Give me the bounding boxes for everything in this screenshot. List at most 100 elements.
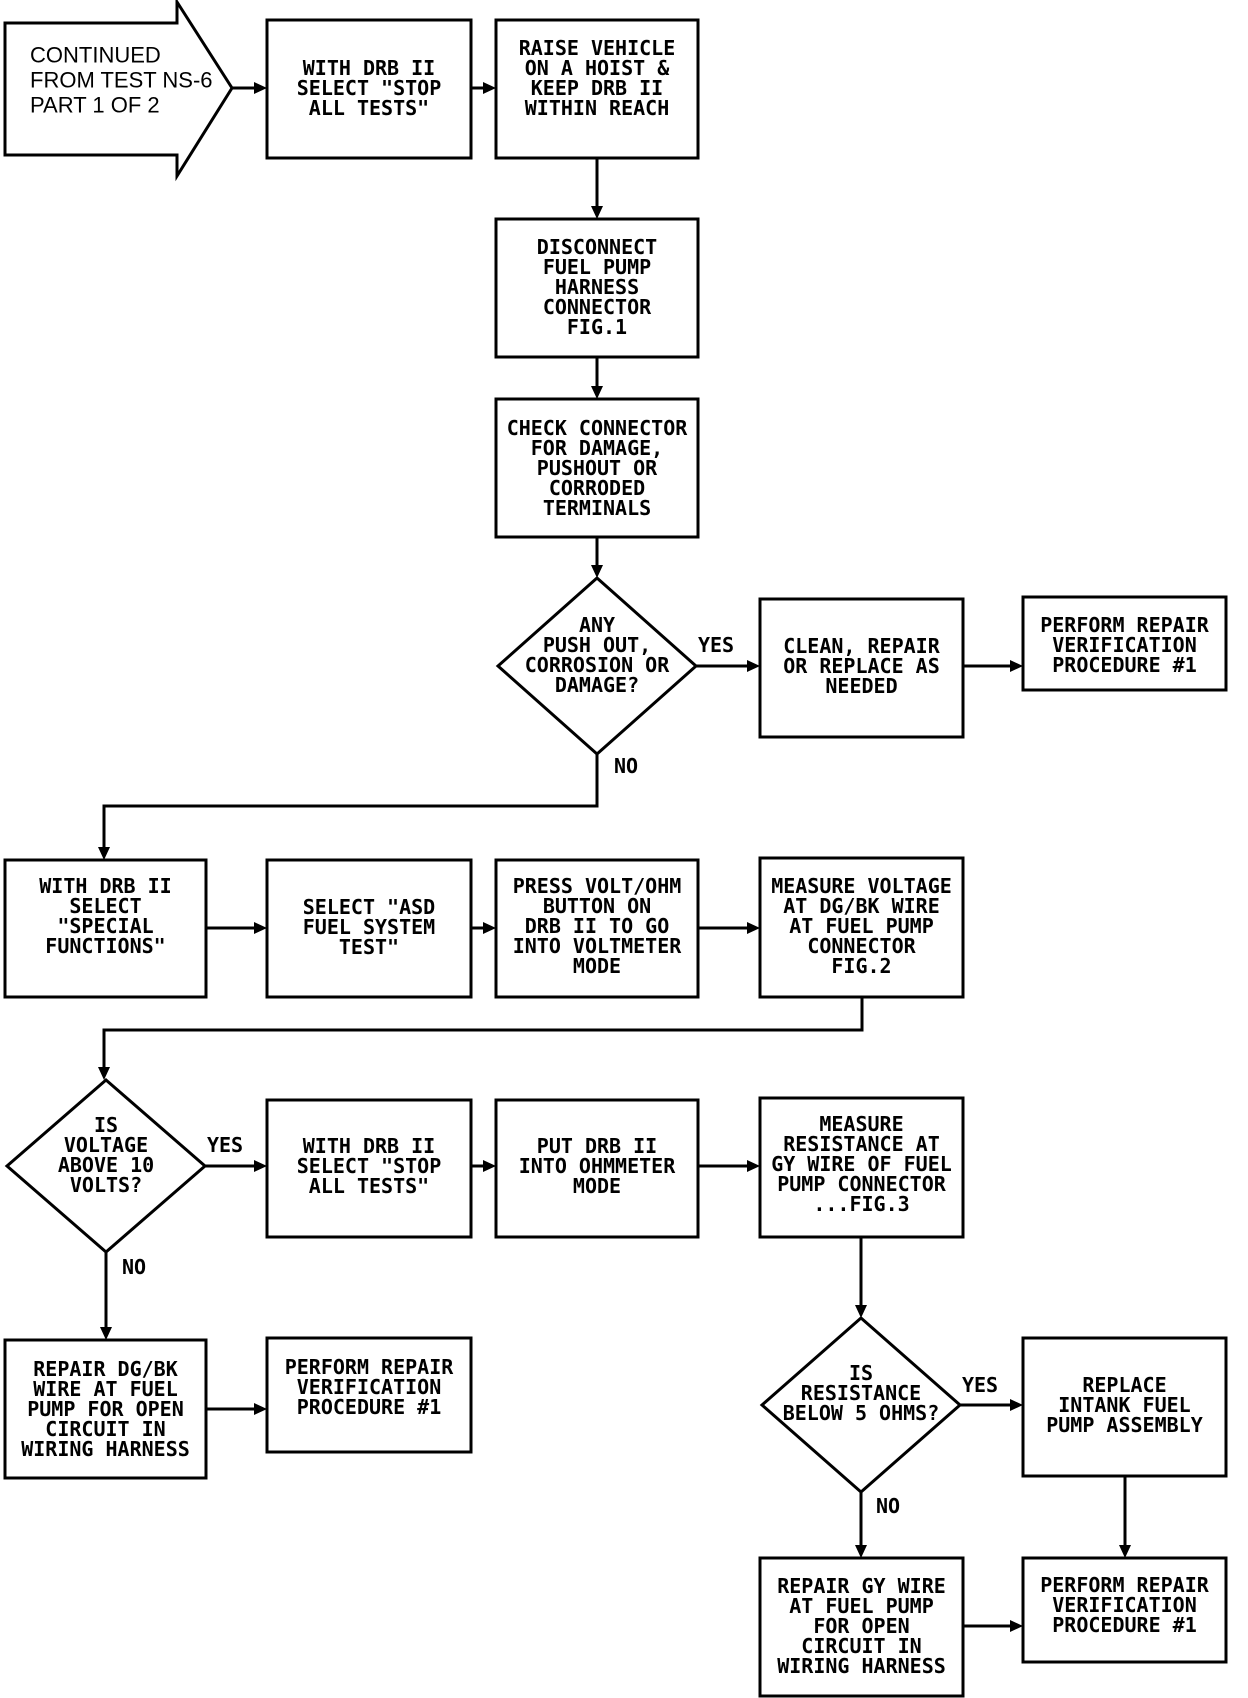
select-stop-tests-box-2-line: ALL TESTS" — [309, 1174, 429, 1198]
select-special-functions-box-border — [3, 858, 208, 999]
arrowhead — [254, 1403, 267, 1415]
measure-resistance-box-border — [758, 1096, 965, 1239]
voltage-decision-diamond-line: VOLTS? — [70, 1173, 142, 1197]
select-stop-to-ohmmeter-connector — [471, 1160, 496, 1172]
repair-dgbk-wire-box-line: WIRING HARNESS — [21, 1437, 190, 1461]
replace-fuel-pump-box-line: PUMP ASSEMBLY — [1046, 1413, 1203, 1437]
resistance-decision-diamond-line: IS — [849, 1361, 873, 1385]
perform-repair-verification-box-line: PROCEDURE #1 — [1052, 653, 1197, 677]
repair-dgbk-wire-box-line: PUMP FOR OPEN — [27, 1397, 184, 1421]
press-volt-ohm-box-line: DRB II TO GO — [525, 914, 670, 938]
perform-repair-verification-box-3-border — [1021, 1556, 1228, 1664]
perform-repair-verification-box-2-line: PROCEDURE #1 — [297, 1395, 442, 1419]
pushout-decision-diamond-outline — [495, 575, 699, 757]
special-to-asd-connector — [206, 922, 267, 934]
raise-vehicle-box-line: RAISE VEHICLE — [519, 36, 676, 60]
disconnect-harness-box-line: DISCONNECT — [537, 235, 657, 259]
check-to-pushout-decision-connector — [591, 537, 603, 578]
resistance-decision-diamond-line: RESISTANCE — [801, 1381, 921, 1405]
repair-dgbk-wire-box-line: CIRCUIT IN — [45, 1417, 165, 1441]
entry-to-select-stop-connector — [232, 82, 267, 94]
entry-text-line: CONTINUED — [30, 43, 161, 68]
repair-gy-wire-box-border — [758, 1556, 965, 1698]
perform-repair-verification-box-3-line: VERIFICATION — [1052, 1593, 1197, 1617]
voltage-decision-diamond-outline — [4, 1078, 208, 1254]
select-asd-fuel-test-box-line: FUEL SYSTEM — [303, 915, 435, 939]
measure-voltage-to-voltage-decision-line — [102, 997, 864, 1067]
check-connector-box-line: CHECK CONNECTOR — [507, 416, 689, 440]
measure-voltage-box-line: MEASURE VOLTAGE — [771, 874, 952, 898]
disconnect-harness-box-line: FUEL PUMP — [543, 255, 651, 279]
arrowhead — [98, 1067, 110, 1080]
voltage-yes-to-select-stop-connector — [205, 1160, 267, 1172]
select-asd-fuel-test-box-line: SELECT "ASD — [303, 895, 435, 919]
arrowhead — [483, 82, 496, 94]
check-connector-box-line: CORRODED — [549, 476, 645, 500]
select-asd-fuel-test-box-border — [265, 858, 473, 999]
no-label: NO — [122, 1255, 146, 1279]
press-volt-ohm-box-line: INTO VOLTMETER — [513, 934, 683, 958]
measure-voltage-box-line: FIG.2 — [831, 954, 891, 978]
pushout-decision-diamond-line: DAMAGE? — [555, 673, 639, 697]
voltage-decision-diamond-line: VOLTAGE — [64, 1133, 148, 1157]
repair-gy-wire-box-line: REPAIR GY WIRE — [777, 1574, 946, 1598]
check-connector-box-line: TERMINALS — [543, 496, 651, 520]
entry-text-line: FROM TEST NS-6 — [30, 68, 213, 93]
disconnect-harness-box-line: HARNESS — [555, 275, 639, 299]
repair-dgbk-wire-box-line: WIRE AT FUEL — [33, 1377, 178, 1401]
arrowhead — [1010, 1399, 1023, 1411]
ohmmeter-to-measure-resistance-connector — [698, 1160, 760, 1172]
raise-vehicle-box-line: ON A HOIST & — [525, 56, 670, 80]
yes-label: YES — [207, 1133, 243, 1157]
resistance-no-to-repair-gy-connector — [855, 1492, 867, 1558]
select-stop-tests-box-border — [265, 18, 473, 160]
select-special-functions-box-line: WITH DRB II — [39, 874, 171, 898]
arrowhead — [254, 922, 267, 934]
entry-text-line: PART 1 OF 2 — [30, 93, 160, 118]
arrowhead — [855, 1305, 867, 1318]
repair-dgbk-to-verify-connector — [206, 1403, 267, 1415]
measure-resistance-box-line: RESISTANCE AT — [783, 1132, 940, 1156]
measure-voltage-box-line: AT DG/BK WIRE — [783, 894, 940, 918]
repair-gy-wire-box-line: AT FUEL PUMP — [789, 1594, 934, 1618]
perform-repair-verification-box-3-line: PERFORM REPAIR — [1040, 1573, 1210, 1597]
yes-label: YES — [962, 1373, 998, 1397]
replace-fuel-pump-box-line: REPLACE — [1082, 1373, 1166, 1397]
select-asd-fuel-test-box-line: TEST" — [339, 935, 399, 959]
check-connector-box-line: PUSHOUT OR — [537, 456, 658, 480]
clean-repair-box-line: CLEAN, REPAIR — [783, 634, 940, 658]
clean-repair-box-line: NEEDED — [825, 674, 897, 698]
voltage-no-to-repair-dgbk-connector — [100, 1252, 112, 1340]
arrowhead — [1119, 1545, 1131, 1558]
measure-resistance-to-decision-connector — [855, 1237, 867, 1318]
arrowhead — [591, 206, 603, 219]
disconnect-harness-box-line: FIG.1 — [567, 315, 627, 339]
arrowhead — [1010, 1620, 1023, 1632]
clean-repair-box-line: OR REPLACE AS — [783, 654, 940, 678]
select-stop-tests-box-line: SELECT "STOP — [297, 76, 442, 100]
measure-resistance-box-line: PUMP CONNECTOR — [777, 1172, 947, 1196]
resistance-decision-diamond-line: BELOW 5 OHMS? — [783, 1401, 940, 1425]
perform-repair-verification-box-2-line: PERFORM REPAIR — [285, 1355, 455, 1379]
press-volt-ohm-box-line: MODE — [573, 954, 621, 978]
no-label: NO — [876, 1494, 900, 1518]
pushout-decision-diamond-line: PUSH OUT, — [543, 633, 651, 657]
repair-gy-wire-box-line: WIRING HARNESS — [777, 1654, 946, 1678]
repair-gy-wire-box-line: FOR OPEN — [813, 1614, 909, 1638]
arrowhead — [591, 386, 603, 399]
select-stop-to-raise-connector — [471, 82, 496, 94]
repair-gy-wire-box-line: CIRCUIT IN — [801, 1634, 921, 1658]
